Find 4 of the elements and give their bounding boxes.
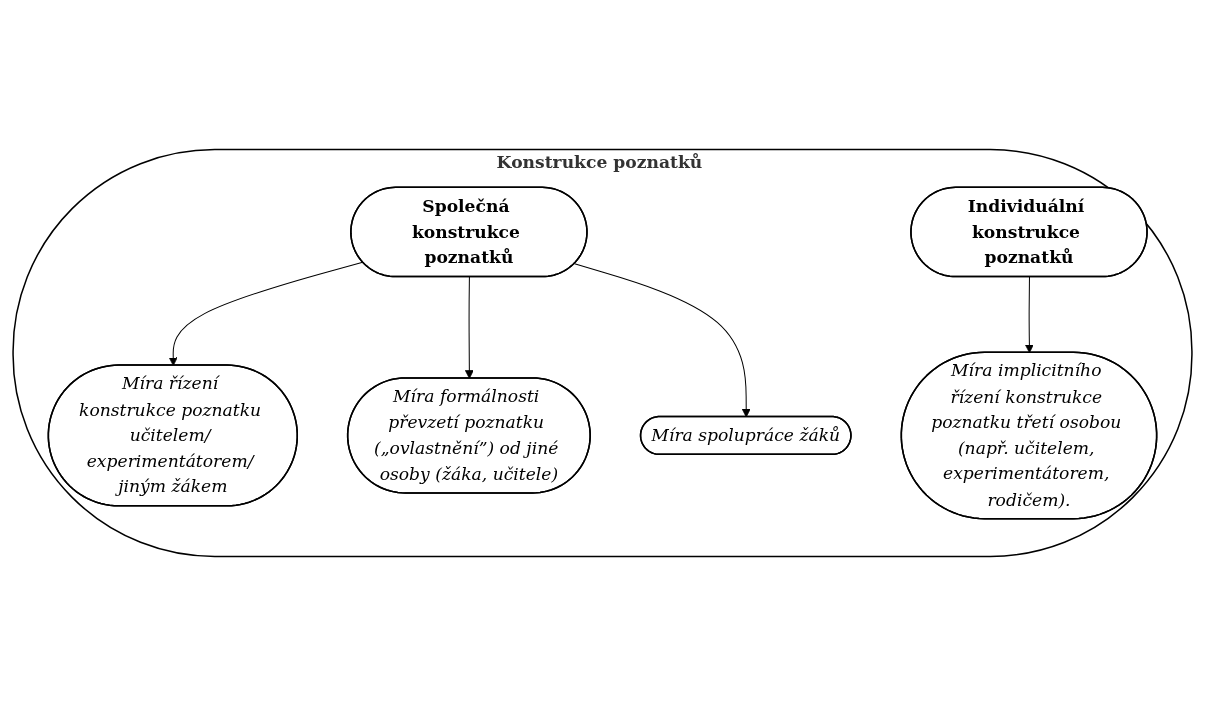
arrow <box>1024 276 1034 354</box>
arrow <box>168 261 364 366</box>
arrow <box>574 263 751 418</box>
arrow <box>464 276 474 379</box>
